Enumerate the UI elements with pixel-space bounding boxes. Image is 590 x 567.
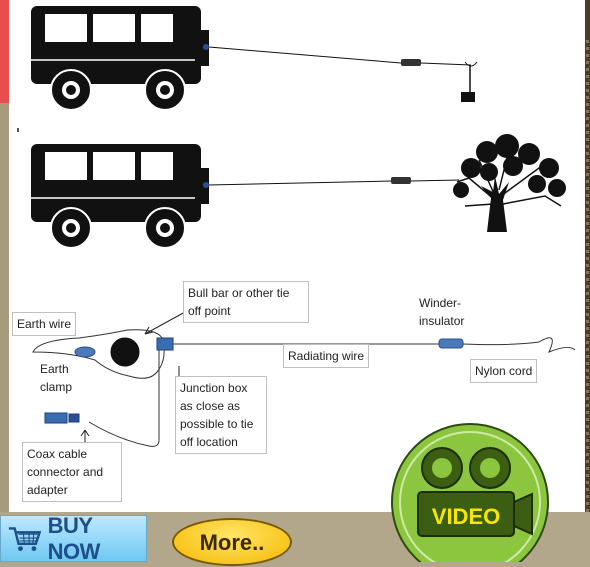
- tree-icon: [453, 134, 566, 232]
- label-junction-box: Junction box as close as possible to tie…: [175, 376, 267, 454]
- shopping-cart-icon: [8, 526, 42, 551]
- video-label: VIDEO: [432, 504, 500, 529]
- antenna-wire-1: [208, 46, 478, 102]
- label-winder-insulator: Winder-insulator: [419, 294, 479, 330]
- label-earth-clamp: Earth clamp: [40, 360, 80, 396]
- tick-mark: [17, 128, 19, 132]
- diagram-panel: Bull bar or other tie off point Earth wi…: [9, 0, 585, 512]
- right-frame: [585, 0, 590, 562]
- more-label: More..: [199, 530, 265, 555]
- label-bull-bar: Bull bar or other tie off point: [183, 281, 309, 323]
- buy-now-button[interactable]: BUY NOW: [0, 512, 147, 564]
- movie-camera-icon: [417, 447, 533, 537]
- label-earth-wire: Earth wire: [12, 312, 77, 336]
- left-frame: [0, 103, 9, 562]
- buy-now-label: BUY NOW: [47, 512, 101, 564]
- video-button[interactable]: VIDEO: [390, 420, 550, 567]
- schematic: [32, 311, 576, 447]
- vehicle-2-icon: [31, 144, 209, 249]
- antenna-wire-2: [208, 177, 460, 186]
- vehicle-1-icon: [31, 6, 209, 111]
- more-button[interactable]: More..: [172, 518, 292, 566]
- antenna-diagram: [17, 6, 576, 447]
- label-nylon-cord: Nylon cord: [470, 359, 538, 383]
- label-coax-connector: Coax cable connector and adapter: [22, 442, 122, 502]
- label-radiating-wire: Radiating wire: [283, 344, 370, 368]
- accent-bar: [0, 0, 9, 103]
